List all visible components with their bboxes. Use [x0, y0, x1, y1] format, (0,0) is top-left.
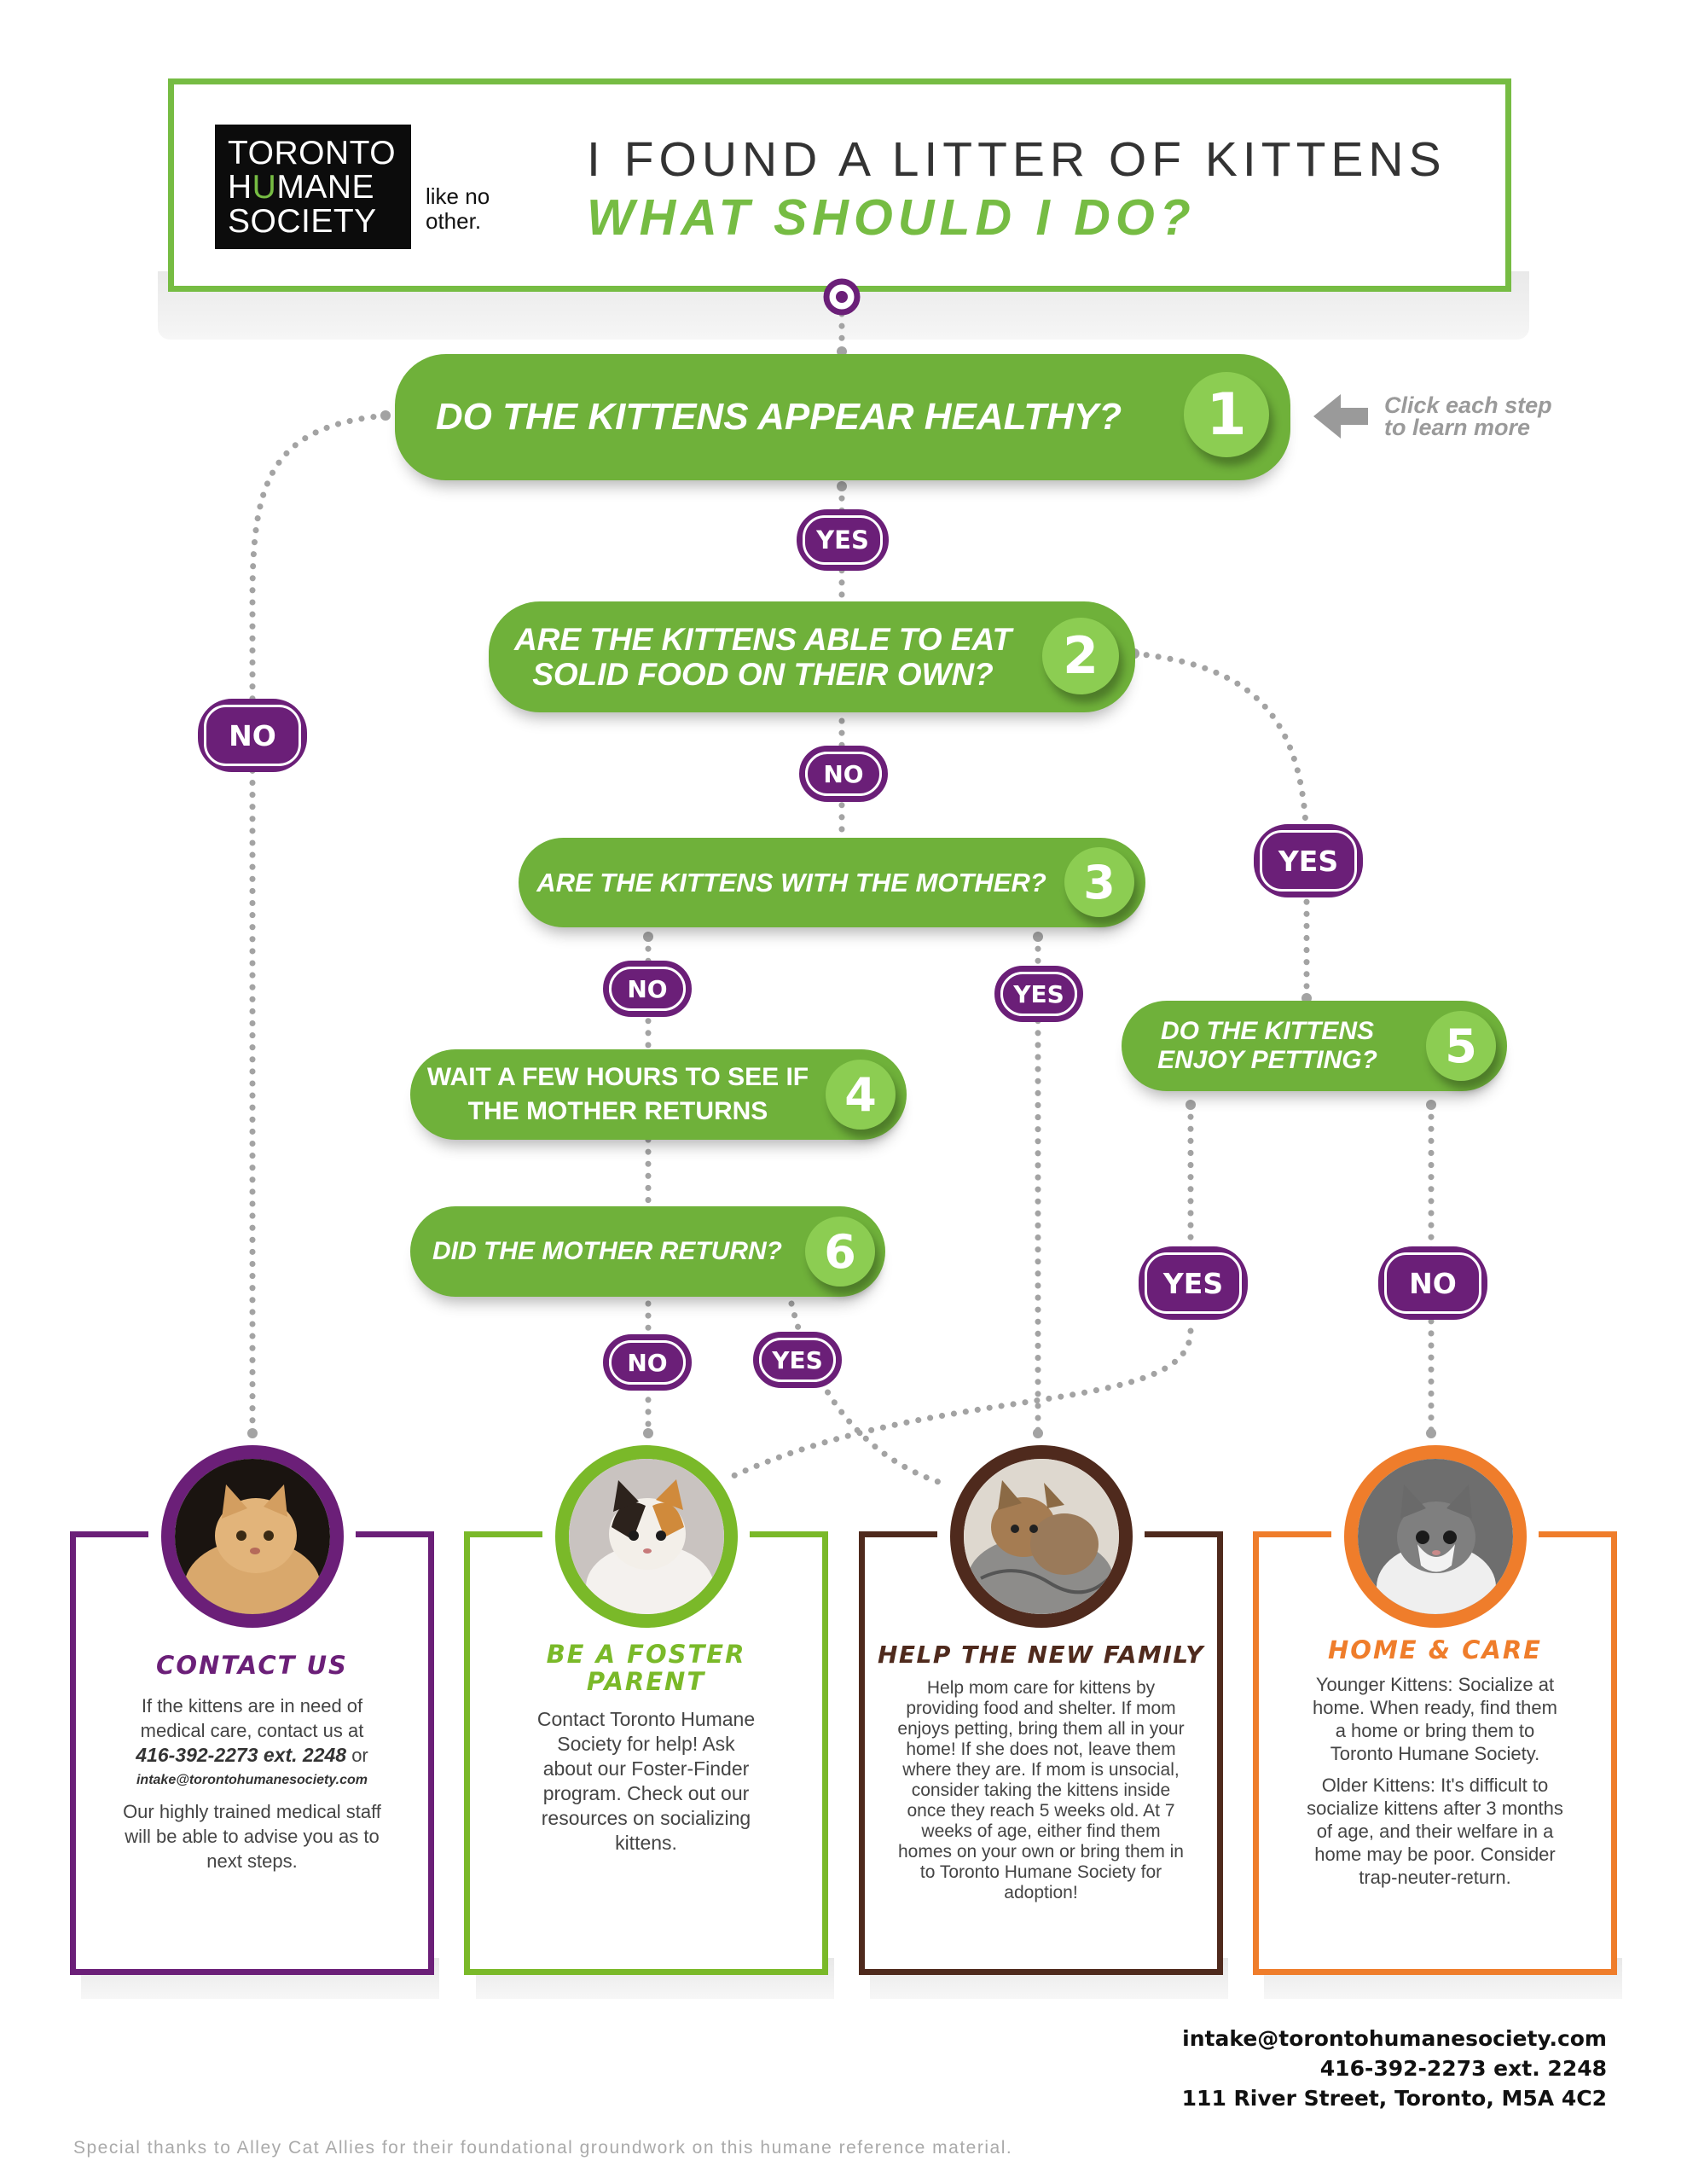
- kitten-photo-icon: [161, 1445, 344, 1628]
- answer-yes-step-3[interactable]: YES: [994, 966, 1083, 1022]
- step-5-number: 5: [1426, 1011, 1496, 1081]
- answer-no-step-5[interactable]: NO: [1378, 1246, 1487, 1320]
- step-2-number: 2: [1042, 618, 1119, 694]
- contact-info: intake@torontohumanesociety.com 416-392-…: [1182, 2024, 1607, 2113]
- kitten-photo-icon: [950, 1445, 1133, 1628]
- logo-line-1: TORONTO: [228, 135, 397, 171]
- step-3-question[interactable]: ARE THE KITTENS WITH THE MOTHER?: [519, 838, 1145, 927]
- step-6-question[interactable]: DID THE MOTHER RETURN?: [410, 1206, 885, 1297]
- answer-no-step-6[interactable]: NO: [603, 1334, 692, 1391]
- arrow-left-icon: [1313, 394, 1368, 439]
- answer-yes-step-6[interactable]: YES: [753, 1332, 842, 1388]
- step-6-number: 6: [805, 1217, 875, 1287]
- card-title: HOME & CARE: [1328, 1635, 1542, 1664]
- card-title: HELP THE NEW FAMILY: [878, 1641, 1204, 1669]
- page-title-line-1: I FOUND A LITTER OF KITTENS: [587, 132, 1446, 187]
- society-logo[interactable]: TORONTO HUMANE SOCIETY: [215, 125, 411, 249]
- credit-note: Special thanks to Alley Cat Allies for t…: [73, 2138, 1013, 2158]
- answer-no-step-1[interactable]: NO: [198, 699, 307, 772]
- answer-no-step-3[interactable]: NO: [603, 961, 692, 1017]
- logo-tagline: like no other.: [426, 183, 490, 234]
- contact-address: 111 River Street, Toronto, M5A 4C2: [1181, 2086, 1607, 2111]
- answer-yes-step-1[interactable]: YES: [797, 509, 889, 571]
- answer-yes-step-5[interactable]: YES: [1139, 1246, 1248, 1320]
- card-title: CONTACT US: [156, 1651, 348, 1680]
- contact-email[interactable]: intake@torontohumanesociety.com: [1182, 2026, 1607, 2051]
- card-phone[interactable]: 416-392-2273 ext. 2248: [136, 1744, 347, 1766]
- logo-line-3: SOCIETY: [228, 203, 377, 240]
- outcome-card-home-care[interactable]: HOME & CARE Younger Kittens: Socialize a…: [1253, 1531, 1617, 1975]
- card-body: Help mom care for kittens by providing f…: [897, 1678, 1185, 1902]
- answer-no-step-2[interactable]: NO: [799, 746, 888, 802]
- card-body: Contact Toronto Humane Society for help!…: [536, 1708, 756, 1854]
- card-body: If the kittens are in need of medical ca…: [123, 1695, 381, 1872]
- card-body: Younger Kittens: Socialize at home. When…: [1307, 1674, 1563, 1888]
- step-1-question[interactable]: DO THE KITTENS APPEAR HEALTHY?: [395, 354, 1290, 480]
- step-3-number: 3: [1064, 847, 1134, 917]
- card-title: BE A FOSTER PARENT: [546, 1640, 746, 1696]
- click-hint: Click each step to learn more: [1384, 392, 1552, 440]
- kitten-photo-icon: [1344, 1445, 1527, 1628]
- step-1-number: 1: [1184, 372, 1269, 457]
- contact-phone[interactable]: 416-392-2273 ext. 2248: [1319, 2056, 1607, 2081]
- logo-line-2: HUMANE: [228, 169, 375, 206]
- answer-yes-step-2[interactable]: YES: [1254, 824, 1363, 897]
- kitten-photo-icon: [555, 1445, 738, 1628]
- page-title-line-2: WHAT SHOULD I DO?: [587, 189, 1196, 246]
- step-4-number: 4: [826, 1060, 896, 1130]
- card-email[interactable]: intake@torontohumanesociety.com: [136, 1773, 368, 1787]
